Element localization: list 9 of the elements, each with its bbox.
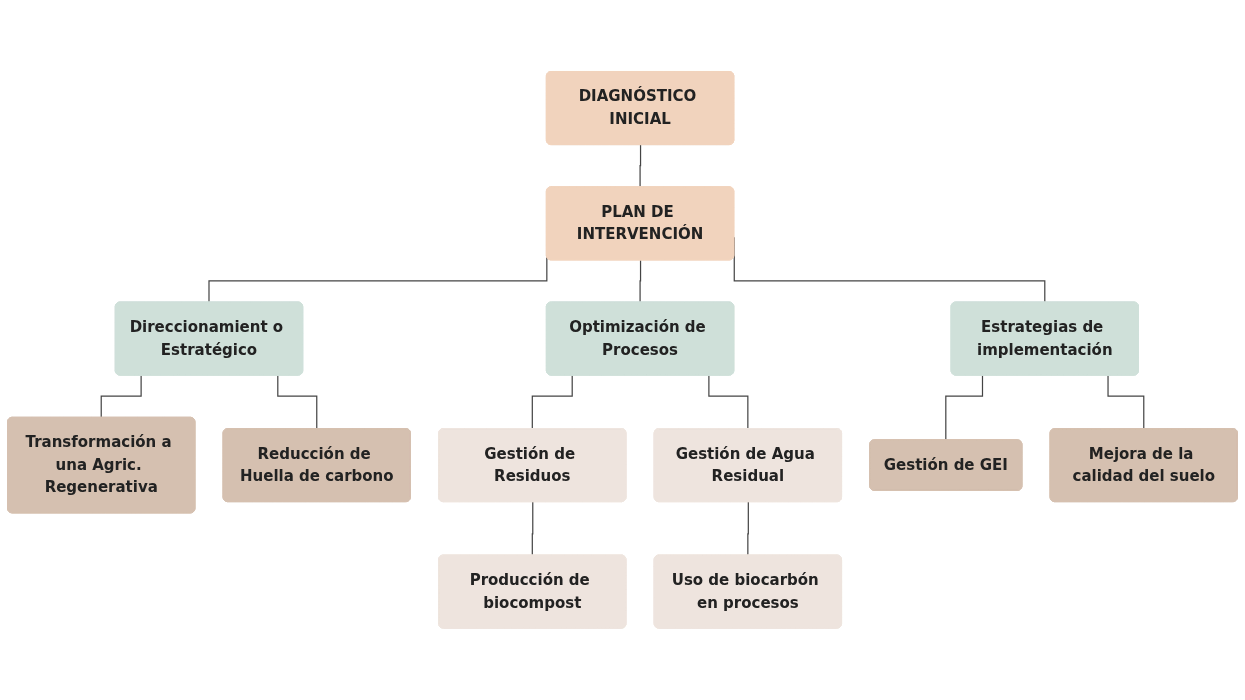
connector (708, 375, 749, 430)
connector (747, 501, 749, 557)
connector (1107, 375, 1145, 430)
connector (100, 375, 142, 419)
connector (531, 375, 573, 430)
connector (277, 375, 318, 430)
connector (531, 501, 534, 557)
connector (639, 144, 642, 188)
connector (639, 259, 642, 304)
